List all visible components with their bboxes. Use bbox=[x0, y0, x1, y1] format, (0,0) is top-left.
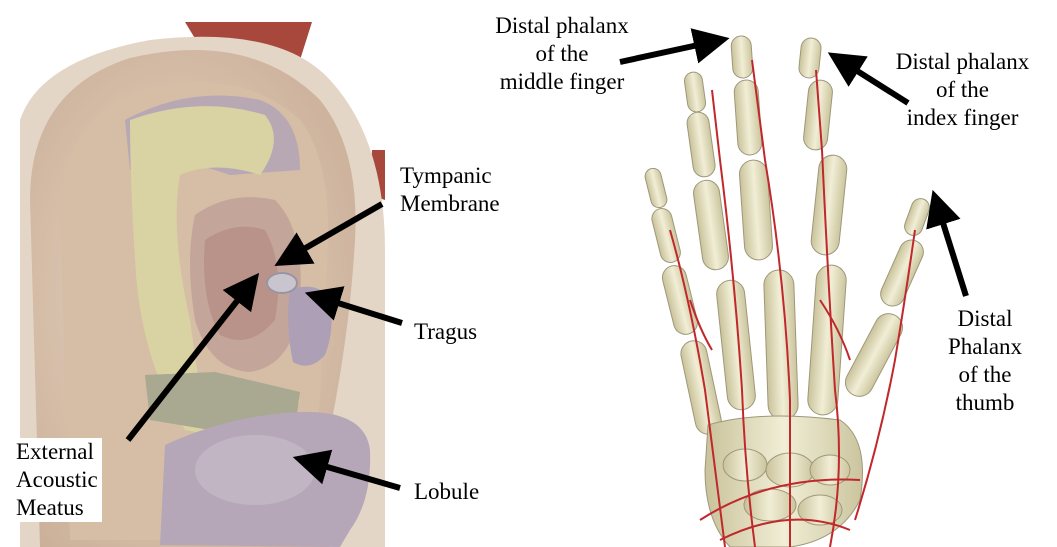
label-tympanic-membrane: Tympanic Membrane bbox=[400, 162, 500, 218]
label-line: Acoustic bbox=[16, 466, 98, 494]
label-line: index finger bbox=[870, 104, 1055, 132]
label-line: Tympanic bbox=[400, 162, 500, 190]
label-line: of the bbox=[870, 76, 1055, 104]
label-line: Lobule bbox=[414, 478, 479, 506]
label-line: Tragus bbox=[414, 318, 477, 346]
label-distal-phalanx-thumb: Distal Phalanx of the thumb bbox=[935, 305, 1035, 417]
label-external-acoustic-meatus: External Acoustic Meatus bbox=[16, 438, 102, 522]
label-line: middle finger bbox=[462, 68, 662, 96]
label-tragus: Tragus bbox=[414, 318, 477, 346]
ear-tympanic-membrane bbox=[267, 273, 297, 293]
label-line: Phalanx bbox=[935, 333, 1035, 361]
label-line: External bbox=[16, 438, 98, 466]
arrow-distal-phalanx-thumb bbox=[938, 207, 966, 296]
ear-lobule-highlight bbox=[195, 435, 315, 505]
label-distal-phalanx-middle: Distal phalanx of the middle finger bbox=[462, 12, 662, 96]
label-line: of the bbox=[462, 40, 662, 68]
label-line: Distal bbox=[935, 305, 1035, 333]
label-line: Meatus bbox=[16, 494, 98, 522]
label-line: Distal phalanx bbox=[870, 48, 1055, 76]
label-line: Membrane bbox=[400, 190, 500, 218]
label-line: thumb bbox=[935, 389, 1035, 417]
label-line: of the bbox=[935, 361, 1035, 389]
label-distal-phalanx-index: Distal phalanx of the index finger bbox=[870, 48, 1055, 132]
label-line: Distal phalanx bbox=[462, 12, 662, 40]
label-lobule: Lobule bbox=[414, 478, 479, 506]
